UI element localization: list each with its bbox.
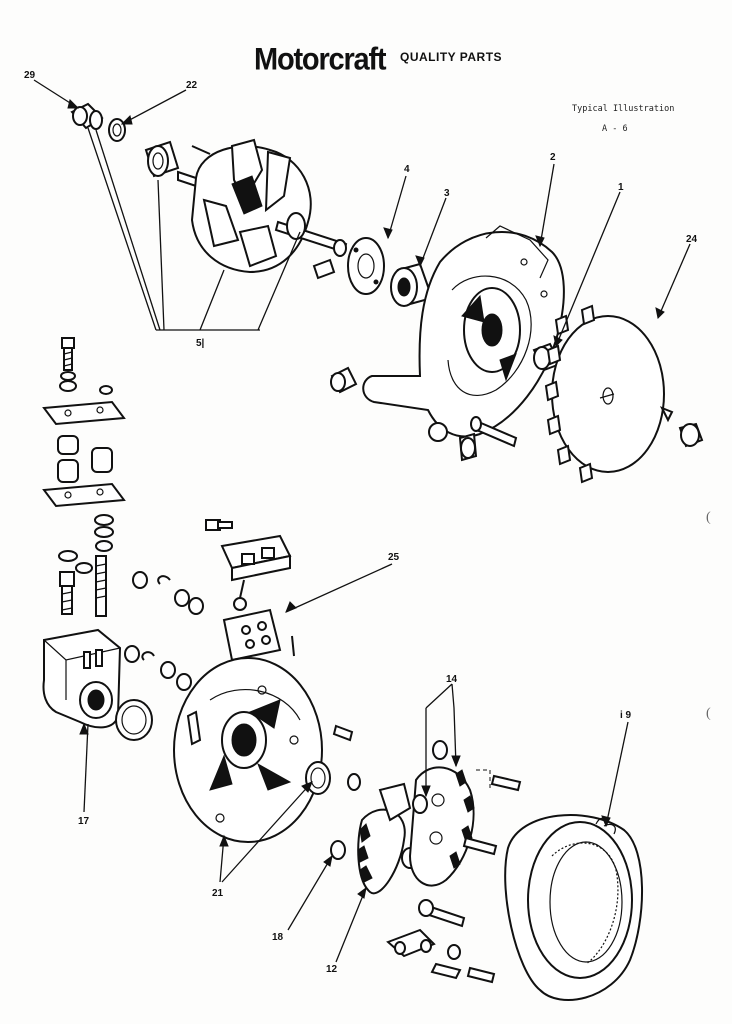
- part-17-terminal-cover: [42, 628, 122, 729]
- part-25-regulator-plate: [222, 608, 282, 662]
- rear-housing-screw: [332, 724, 354, 742]
- stud-hardware-upper: [132, 571, 204, 615]
- rotor-bearing: [144, 140, 180, 178]
- terminal-washers: [59, 371, 113, 395]
- leader-arrowheads: [67, 99, 665, 899]
- callout-21: 21: [212, 888, 224, 899]
- part-24-fan-pulley: [544, 304, 665, 484]
- callout-17: 17: [78, 816, 90, 827]
- brush-holder-screw: [205, 519, 233, 531]
- rectifier-screws: [418, 769, 522, 928]
- regulator-pin: [291, 635, 295, 657]
- rotor-screw: [312, 258, 336, 280]
- housing-plug: [330, 366, 358, 394]
- cover-gasket: [115, 699, 153, 741]
- part-4-spacer: [347, 237, 385, 295]
- brand-logo-text: Motorcraft: [254, 42, 387, 78]
- housing-bolt: [470, 416, 518, 448]
- part-19-stator: [504, 814, 644, 1001]
- callout-4: 4: [404, 164, 410, 175]
- leader-lines: [33, 79, 691, 963]
- part-18-nut: [330, 840, 346, 860]
- callout-3: 3: [444, 188, 450, 199]
- rear-housing-plug: [347, 773, 361, 791]
- callout-19: i 9: [620, 710, 632, 721]
- brush-holder: [220, 534, 292, 611]
- part-12-rectifier-assembly: [357, 782, 419, 895]
- terminal-screw-top: [61, 337, 75, 371]
- margin-mark: (: [706, 510, 711, 525]
- terminal-plate-lower: [42, 482, 126, 508]
- margin-mark: (: [706, 706, 711, 721]
- stud-hardware-lower: [124, 645, 192, 691]
- callout-12: 12: [326, 964, 338, 975]
- part-14-heat-sink: [408, 740, 475, 887]
- terminal-plate-upper: [42, 400, 126, 426]
- callout-5: 5|: [196, 338, 205, 349]
- callout-24: 24: [686, 234, 698, 245]
- illustration-caption: Typical Illustration: [572, 104, 675, 114]
- rotor-pin: [191, 145, 211, 155]
- callout-14: 14: [446, 674, 458, 685]
- pulley-nut: [678, 422, 704, 448]
- callout-2: 2: [550, 152, 556, 163]
- housing-nut: [458, 432, 478, 462]
- callout-25: 25: [388, 552, 400, 563]
- rear-housing-oring: [305, 761, 331, 795]
- terminal-lower-hardware: [58, 514, 114, 617]
- part-21-rear-housing: [173, 657, 323, 843]
- diode-trio: [386, 928, 496, 984]
- rotor: [177, 138, 348, 274]
- callout-22: 22: [186, 80, 198, 91]
- callout-1: 1: [618, 182, 624, 193]
- part-22-washer: [108, 118, 126, 142]
- brand-tagline: QUALITY PARTS: [400, 50, 503, 64]
- pulley-key: [659, 406, 674, 423]
- illustration-code: A - 6: [602, 124, 628, 134]
- part-29-bushing: [70, 102, 104, 130]
- callout-18: 18: [272, 932, 284, 943]
- terminal-insulators: [57, 435, 113, 483]
- part-2-front-housing: [362, 225, 565, 442]
- callout-29: 29: [24, 70, 36, 81]
